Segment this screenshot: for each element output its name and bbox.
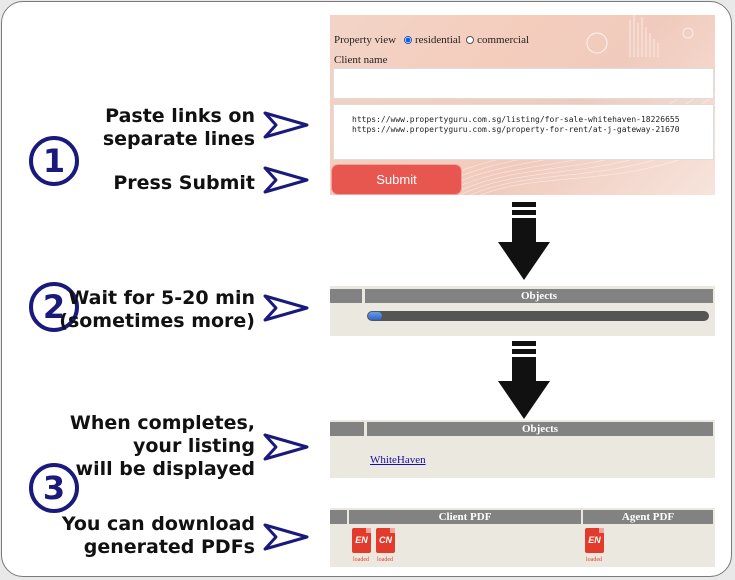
instruction-line: You can download — [61, 513, 255, 535]
pointer-arrow-icon — [263, 433, 309, 461]
instruction-download: You can download generated PDFs — [62, 513, 255, 559]
client-name-input[interactable] — [333, 68, 714, 99]
pointer-arrow-icon — [263, 166, 309, 194]
client-pdf-en-status: loaded — [353, 557, 369, 563]
result-header-objects: Objects — [367, 422, 713, 436]
progress-header-blank — [330, 289, 362, 303]
progress-bar-fill — [368, 312, 382, 320]
instruction-line: your listing — [132, 435, 255, 457]
result-header-blank — [330, 422, 364, 436]
instruction-line: generated PDFs — [83, 536, 255, 558]
pointer-arrow-icon — [263, 294, 309, 322]
radio-commercial-label: commercial — [477, 34, 530, 46]
progress-panel: Objects — [330, 286, 715, 336]
pdf-header-blank — [330, 510, 347, 524]
instruction-when-completes: When completes, your listing will be dis… — [70, 412, 255, 481]
step-1-badge: 1 — [29, 136, 79, 186]
down-arrow-icon — [498, 341, 550, 419]
radio-residential[interactable] — [404, 36, 413, 44]
agent-pdf-en-icon[interactable]: EN — [585, 528, 604, 553]
pointer-arrow-icon — [263, 523, 309, 551]
client-pdf-cn-icon[interactable]: CN — [376, 528, 395, 553]
radio-commercial[interactable] — [466, 36, 475, 44]
down-arrow-icon — [498, 202, 550, 280]
client-name-label: Client name — [334, 54, 388, 66]
instruction-line: will be displayed — [75, 458, 255, 480]
step-3-badge: 3 — [29, 463, 79, 513]
property-view-label: Property view — [334, 34, 397, 46]
pdf-panel: Client PDF Agent PDF EN loaded CN loaded… — [330, 508, 715, 567]
instruction-line: Wait for 5-20 min — [68, 287, 255, 309]
progress-header-objects: Objects — [365, 289, 713, 303]
links-textarea[interactable]: https://www.propertyguru.com.sg/listing/… — [333, 104, 714, 160]
result-panel: Objects WhiteHaven — [330, 420, 715, 478]
instruction-line: Paste links on — [105, 105, 255, 127]
agent-pdf-header: Agent PDF — [583, 510, 713, 524]
instruction-press-submit: Press Submit — [113, 172, 255, 194]
listing-link-whitehaven[interactable]: WhiteHaven — [370, 454, 426, 466]
property-view-row: Property view residential commercial — [334, 34, 529, 46]
progress-bar — [367, 311, 709, 321]
link-line: https://www.propertyguru.com.sg/property… — [352, 125, 680, 134]
step-2-badge: 2 — [29, 282, 79, 332]
client-pdf-en-icon[interactable]: EN — [352, 528, 371, 553]
submit-button[interactable]: Submit — [332, 165, 461, 194]
client-pdf-cn-status: loaded — [377, 557, 393, 563]
instruction-line: (sometimes more) — [59, 310, 255, 332]
agent-pdf-en-status: loaded — [586, 557, 602, 563]
client-pdf-header: Client PDF — [349, 510, 581, 524]
pointer-arrow-icon — [263, 111, 309, 139]
instruction-wait: Wait for 5-20 min (sometimes more) — [59, 287, 255, 333]
instruction-paste-links: Paste links on separate lines — [103, 105, 255, 151]
radio-residential-label: residential — [415, 34, 461, 46]
instruction-line: separate lines — [102, 128, 255, 150]
link-line: https://www.propertyguru.com.sg/listing/… — [352, 115, 680, 124]
instruction-line: When completes, — [69, 412, 255, 434]
